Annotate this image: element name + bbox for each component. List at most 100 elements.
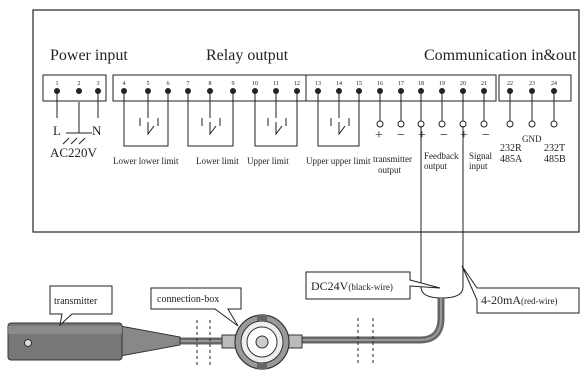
terminal-pins (54, 88, 558, 128)
terminal-pin (356, 88, 362, 94)
comm-right-2: 485B (544, 154, 566, 165)
live-symbol: L (53, 123, 61, 138)
terminal-pin (439, 88, 445, 94)
terminal-pin (273, 88, 279, 94)
transmitter-callout (49, 285, 113, 327)
ground-icon (62, 102, 92, 145)
comm-left-1: 232R (500, 143, 522, 154)
terminal-number: 24 (551, 81, 557, 87)
terminal-number: 6 (167, 81, 170, 87)
comm-right-1: 232T (544, 143, 565, 154)
connection-box-callout (150, 287, 242, 327)
terminal-number: 20 (460, 81, 466, 87)
polarity-19: − (440, 128, 448, 143)
controller-panel (32, 9, 580, 233)
svg-text:DC24V(black-wire): DC24V(black-wire) (311, 279, 393, 293)
dc24v-suffix: (black-wire) (348, 282, 392, 292)
power-voltage: AC220V (50, 145, 98, 160)
polarity-20: + (460, 128, 468, 143)
ma-label: 4-20mA (481, 293, 521, 307)
terminal-pin (529, 88, 535, 94)
terminal-open-end (506, 120, 514, 128)
transmitter-device (7, 322, 181, 361)
terminal-pin (230, 88, 236, 94)
terminal-number: 3 (97, 81, 100, 87)
break-markers (196, 318, 374, 365)
dc24v-callout (305, 271, 441, 300)
terminal-number: 12 (294, 81, 300, 87)
power-terminal-block (42, 74, 107, 102)
dc24v-label: DC24V (311, 279, 349, 293)
relay-label-lowlow: Lower lower limit (113, 156, 179, 166)
terminal-open-end (397, 120, 405, 128)
relay-output-label: Relay output (206, 47, 289, 64)
comm-left-2: 485A (500, 154, 523, 165)
terminal-number: 14 (336, 81, 342, 87)
transmitter-output-label-1: transmitter (373, 154, 412, 164)
terminal-pin (145, 88, 151, 94)
terminal-number: 11 (273, 81, 279, 87)
signal-input-label-2: input (469, 161, 488, 171)
ma-suffix: (red-wire) (521, 296, 557, 306)
terminal-pin (76, 88, 82, 94)
relay-label-low: Lower limit (196, 156, 239, 166)
terminal-pin (551, 88, 557, 94)
terminal-pin (507, 88, 513, 94)
terminal-pin (121, 88, 127, 94)
terminal-number: 2 (78, 81, 81, 87)
terminal-number: 7 (187, 81, 190, 87)
relay-label-highhigh: Upper upper limit (306, 156, 371, 166)
terminal-pin (460, 88, 466, 94)
terminal-number: 15 (356, 81, 362, 87)
terminal-number: 1 (56, 81, 59, 87)
terminal-pin (252, 88, 258, 94)
connection-box-label: connection-box (157, 294, 219, 305)
terminal-number: 13 (315, 81, 321, 87)
terminal-pin (315, 88, 321, 94)
main-terminal-block (112, 74, 497, 102)
terminal-number: 18 (418, 81, 424, 87)
terminal-open-end (550, 120, 558, 128)
terminal-number: 8 (209, 81, 212, 87)
svg-text:4-20mA(red-wire): 4-20mA(red-wire) (481, 293, 557, 307)
terminal-number: 10 (252, 81, 258, 87)
terminal-pin (336, 88, 342, 94)
terminal-number: 21 (481, 81, 487, 87)
terminal-number: 4 (123, 81, 126, 87)
polarity-16: + (375, 128, 383, 143)
terminal-number: 9 (232, 81, 235, 87)
comm-gnd: GND (522, 134, 542, 144)
terminal-pin (54, 88, 60, 94)
terminal-open-end (528, 120, 536, 128)
polarity-21: − (482, 128, 490, 143)
neutral-symbol: N (92, 123, 102, 138)
terminal-pin (165, 88, 171, 94)
terminal-pin (481, 88, 487, 94)
feedback-output-label-2: output (424, 161, 448, 171)
terminal-pin (398, 88, 404, 94)
terminal-number: 17 (398, 81, 404, 87)
transmitter-output-label-2: output (378, 165, 402, 175)
transmitter-screw-icon (24, 339, 32, 347)
terminal-pin (207, 88, 213, 94)
relay-label-high: Upper limit (247, 156, 289, 166)
polarity-17: − (397, 128, 405, 143)
relay-contact (123, 94, 169, 147)
power-input-label: Power input (50, 47, 128, 64)
signal-cable (300, 298, 445, 344)
relay-contact (187, 94, 234, 147)
signal-input-label-1: Signal (469, 151, 493, 161)
terminal-number: 23 (529, 81, 535, 87)
terminal-number: 22 (507, 81, 513, 87)
terminal-number: 16 (377, 81, 383, 87)
cable-sleeve (420, 240, 464, 299)
relay-contact (254, 94, 298, 147)
terminal-open-end (480, 120, 488, 128)
terminal-pin (185, 88, 191, 94)
transmitter-label: transmitter (54, 296, 98, 307)
relay-contacts (123, 94, 360, 147)
communication-label: Communication in&out (424, 47, 577, 64)
